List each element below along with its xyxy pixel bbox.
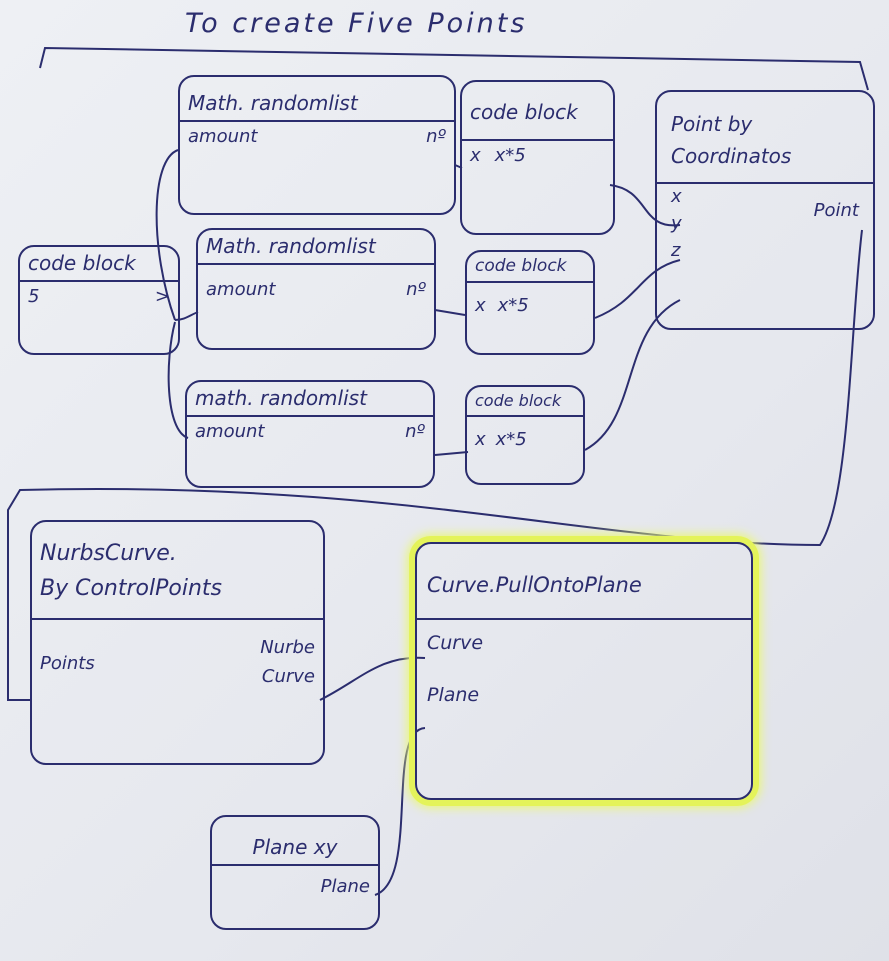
node-title: Math. randomlist	[180, 77, 454, 122]
point-by-coordinates-node[interactable]: Point by Coordinatos x y z Point	[655, 90, 875, 330]
wire-random2-code2	[434, 309, 466, 316]
output-port[interactable]: nº	[406, 279, 426, 300]
output-port-plane[interactable]: Plane	[320, 876, 370, 897]
random-list-node-1[interactable]: Math. randomlist amount nº	[178, 75, 456, 215]
wire-code2-y	[594, 259, 681, 319]
node-title: Plane xy	[212, 817, 378, 866]
node-title: Curve.PullOntoPlane	[417, 544, 751, 621]
node-title: math. randomlist	[187, 382, 433, 417]
input-port-plane[interactable]: Plane	[427, 684, 480, 707]
nurbs-curve-node[interactable]: NurbsCurve. By ControlPoints Points Nurb…	[30, 520, 325, 765]
node-title-line2: By ControlPoints	[40, 576, 222, 602]
node-title: code block	[462, 82, 613, 141]
input-port-x[interactable]: x	[671, 186, 682, 207]
output-port[interactable]: >	[154, 286, 170, 307]
node-title: code block	[467, 387, 583, 417]
output-port[interactable]: nº	[426, 126, 446, 147]
output-port[interactable]: nº	[405, 421, 425, 442]
input-port-amount[interactable]: amount	[195, 421, 265, 442]
input-port-x[interactable]: x	[470, 145, 481, 166]
title-bracket	[39, 46, 869, 91]
input-port-z[interactable]: z	[671, 240, 681, 261]
wire-code-to-random3	[167, 321, 189, 439]
wire-nurbs-to-pull	[319, 656, 426, 701]
code-block-node-1[interactable]: code block x x*5	[460, 80, 615, 235]
plane-xy-node[interactable]: Plane xy Plane	[210, 815, 380, 930]
input-port-x[interactable]: x	[475, 295, 486, 317]
input-port-x[interactable]: x	[475, 429, 486, 450]
code-block-node-2[interactable]: code block x x*5	[465, 250, 595, 355]
code-value: 5	[28, 286, 40, 307]
node-title: code block	[467, 252, 593, 284]
input-port-amount[interactable]: amount	[206, 279, 276, 300]
wire-code-to-random1	[155, 149, 179, 321]
code-block-node-3[interactable]: code block x x*5	[465, 385, 585, 485]
output-port-curve[interactable]: Nurbe Curve	[260, 634, 315, 692]
code-expression: x*5	[497, 295, 529, 317]
code-expression: x*5	[494, 145, 526, 166]
node-title: code block	[20, 247, 178, 282]
output-port-point[interactable]: Point	[813, 200, 859, 221]
random-list-node-3[interactable]: math. randomlist amount nº	[185, 380, 435, 488]
node-title-line1: NurbsCurve.	[40, 541, 177, 566]
output-label-line2: Curve	[261, 666, 315, 688]
input-port-amount[interactable]: amount	[188, 126, 258, 147]
wire-code1-x	[609, 184, 681, 227]
input-port-y[interactable]: y	[671, 213, 682, 234]
node-title: Point by Coordinatos	[657, 92, 873, 184]
wire-plane-to-pull	[374, 727, 426, 896]
node-title: Math. randomlist	[198, 230, 434, 265]
code-expression: x*5	[495, 429, 527, 450]
curve-pull-onto-plane-node[interactable]: Curve.PullOntoPlane Curve Plane	[415, 542, 753, 800]
input-port-curve[interactable]: Curve	[427, 632, 484, 655]
wire-point-to-nurbs	[7, 229, 863, 701]
code-block-input-node[interactable]: code block 5 >	[18, 245, 180, 355]
input-port-points[interactable]: Points	[40, 652, 95, 674]
diagram-title: To create Five Points	[185, 8, 528, 39]
wire-random3-code3	[434, 451, 469, 456]
wire-code3-z	[584, 299, 681, 451]
random-list-node-2[interactable]: Math. randomlist amount nº	[196, 228, 436, 350]
output-label-line1: Nurbe	[260, 637, 315, 659]
